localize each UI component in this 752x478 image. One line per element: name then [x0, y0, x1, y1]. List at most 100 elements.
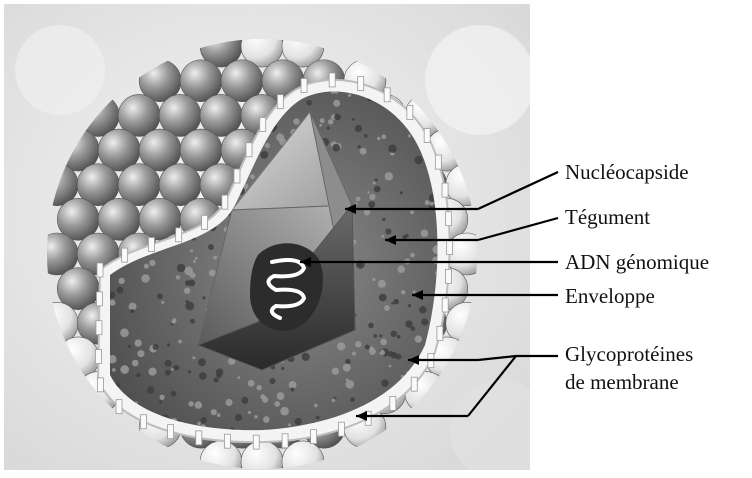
- envelope-spike: [168, 425, 174, 439]
- tegument-dot: [159, 395, 164, 400]
- tegument-dot: [211, 409, 217, 415]
- tegument-dot: [118, 278, 124, 284]
- tegument-dot: [177, 264, 185, 272]
- tegument-dot: [136, 373, 141, 378]
- tegument-dot: [295, 418, 302, 425]
- envelope-spike: [447, 241, 453, 255]
- envelope-spike: [97, 263, 103, 277]
- tegument-dot: [199, 372, 207, 380]
- tegument-dot: [369, 194, 375, 200]
- tegument-dot: [375, 178, 378, 181]
- envelope-spike: [260, 117, 266, 131]
- tegument-dot: [373, 182, 376, 185]
- tegument-dot: [120, 328, 129, 337]
- tegument-dot: [128, 345, 131, 348]
- tegument-dot: [161, 301, 164, 304]
- tegument-dot: [410, 253, 415, 258]
- tegument-dot: [327, 126, 330, 129]
- label-tegument: Tégument: [565, 205, 650, 229]
- tegument-dot: [373, 334, 377, 338]
- tegument-dot: [421, 318, 428, 325]
- tegument-dot: [200, 417, 206, 423]
- tegument-dot: [184, 266, 193, 275]
- label-de-membrane: de membrane: [565, 370, 679, 394]
- tegument-dot: [260, 394, 265, 399]
- tegument-dot: [288, 423, 291, 426]
- tegument-dot: [414, 156, 422, 164]
- tegument-dot: [355, 125, 362, 132]
- tegument-dot: [368, 323, 374, 329]
- tegument-dot: [381, 235, 384, 238]
- tegument-dot: [346, 378, 349, 381]
- tegument-dot: [401, 290, 405, 294]
- envelope-spike: [116, 400, 122, 414]
- tegument-dot: [388, 145, 396, 153]
- tegument-dot: [164, 360, 171, 367]
- envelope-spike: [222, 195, 228, 209]
- tegument-dot: [188, 370, 191, 373]
- envelope-spike: [390, 396, 396, 410]
- envelope-spike: [246, 143, 252, 157]
- envelope-spike: [122, 248, 128, 262]
- tegument-dot: [365, 345, 370, 350]
- tegument-dot: [171, 391, 177, 397]
- tegument-dot: [389, 365, 392, 368]
- envelope-spike: [253, 435, 259, 449]
- envelope-spike: [148, 237, 154, 251]
- tegument-dot: [148, 368, 156, 376]
- tegument-dot: [209, 270, 216, 277]
- envelope-spike: [196, 431, 202, 445]
- tegument-dot: [377, 137, 380, 140]
- tegument-dot: [352, 118, 355, 121]
- tegument-dot: [202, 296, 205, 299]
- tegument-dot: [397, 266, 405, 274]
- tegument-dot: [368, 201, 375, 208]
- tegument-dot: [269, 378, 275, 384]
- tegument-dot: [248, 411, 251, 414]
- tegument-dot: [274, 401, 280, 407]
- tegument-dot: [184, 288, 190, 294]
- tegument-dot: [117, 287, 124, 294]
- tegument-dot: [217, 413, 221, 417]
- tegument-dot: [137, 350, 144, 357]
- tegument-dot: [281, 367, 284, 370]
- tegument-dot: [185, 280, 191, 286]
- envelope-spike: [411, 377, 417, 391]
- tegument-dot: [192, 356, 195, 359]
- tegument-dot: [195, 401, 203, 409]
- tegument-dot: [356, 197, 361, 202]
- tegument-dot: [195, 257, 198, 260]
- tegument-dot: [167, 343, 170, 346]
- tegument-dot: [213, 256, 217, 260]
- envelope-spike: [96, 292, 102, 306]
- envelope-spike: [445, 269, 451, 283]
- envelope-spike: [442, 298, 448, 312]
- tegument-dot: [112, 368, 116, 372]
- tegument-dot: [248, 380, 255, 387]
- tegument-dot: [379, 334, 382, 337]
- envelope-spike: [442, 183, 448, 197]
- tegument-dot: [250, 174, 255, 179]
- tegument-dot: [393, 299, 399, 305]
- tegument-dot: [280, 407, 289, 416]
- tegument-dot: [382, 218, 385, 221]
- tegument-dot: [216, 368, 224, 376]
- tegument-dot: [130, 309, 134, 313]
- tegument-dot: [316, 416, 320, 420]
- tegument-dot: [381, 379, 388, 386]
- tegument-dot: [193, 260, 196, 263]
- tegument-dot: [214, 377, 219, 382]
- tegument-dot: [293, 118, 300, 125]
- tegument-dot: [350, 397, 355, 402]
- tegument-dot: [374, 186, 381, 193]
- tegument-dot: [332, 367, 339, 374]
- tegument-dot: [197, 422, 200, 425]
- tegument-dot: [384, 305, 390, 311]
- tegument-dot: [360, 148, 367, 155]
- envelope-spike: [96, 321, 102, 335]
- tegument-dot: [186, 300, 189, 303]
- tegument-dot: [410, 210, 414, 214]
- tegument-dot: [147, 386, 155, 394]
- tegument-dot: [277, 392, 285, 400]
- envelope-spike: [97, 378, 103, 392]
